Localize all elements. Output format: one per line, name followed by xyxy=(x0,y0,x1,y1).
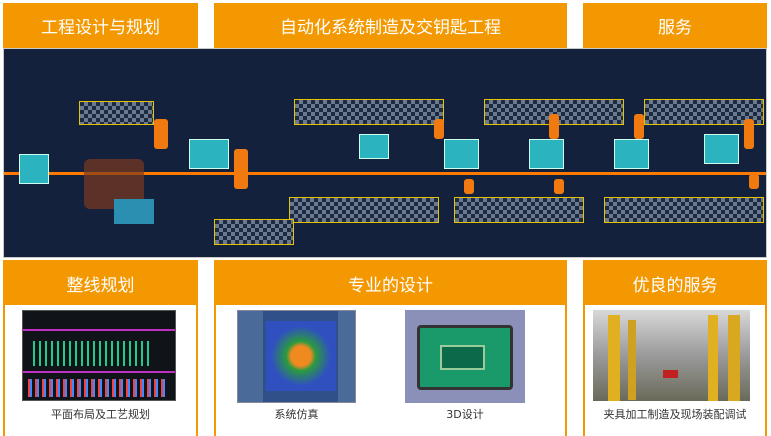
caption-layout-planning: 平面布局及工艺规划 xyxy=(51,408,150,421)
3d-design-image xyxy=(405,310,525,403)
production-line-layout-image xyxy=(3,48,767,258)
header-engineering-design: 工程设计与规划 xyxy=(3,3,198,48)
section-title: 优良的服务 xyxy=(585,262,765,305)
section-title: 专业的设计 xyxy=(216,262,565,305)
section-title: 整线规划 xyxy=(5,262,196,305)
caption-fixture-manufacturing: 夹具加工制造及现场装配调试 xyxy=(603,408,747,421)
fixture-assembly-photo xyxy=(593,310,750,401)
caption-3d-design: 3D设计 xyxy=(446,408,484,421)
system-simulation-image xyxy=(237,310,356,403)
layout-plan-image xyxy=(22,310,176,401)
header-service: 服务 xyxy=(583,3,767,48)
caption-system-simulation: 系统仿真 xyxy=(274,408,319,421)
header-automation-turnkey: 自动化系统制造及交钥匙工程 xyxy=(214,3,567,48)
